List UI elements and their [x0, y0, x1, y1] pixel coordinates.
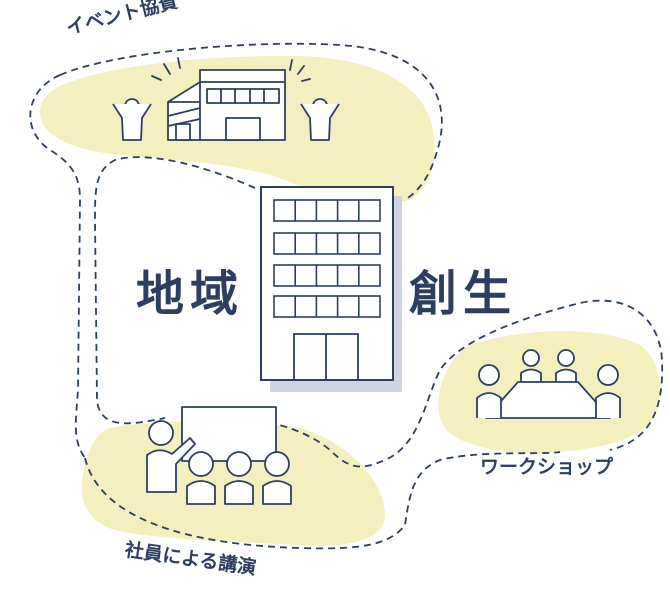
window-row — [273, 232, 381, 255]
factory-icon — [167, 69, 286, 141]
building-entrance — [293, 333, 359, 381]
building-windows — [273, 199, 381, 318]
cheering-person-icon — [112, 98, 152, 141]
window-row — [273, 264, 381, 287]
cheering-person-icon — [300, 98, 340, 141]
label-workshop: ワークショップ — [480, 456, 614, 478]
window-row — [273, 295, 381, 318]
sparkle-icon — [151, 57, 311, 82]
label-sousei: 創生 — [409, 266, 518, 322]
lecture-scene-icon — [146, 406, 292, 505]
office-building — [260, 186, 394, 381]
workshop-group-icon — [476, 349, 621, 419]
window-row — [273, 199, 381, 222]
dashed-path — [29, 42, 664, 550]
label-chiiki: 地域 — [136, 266, 245, 322]
